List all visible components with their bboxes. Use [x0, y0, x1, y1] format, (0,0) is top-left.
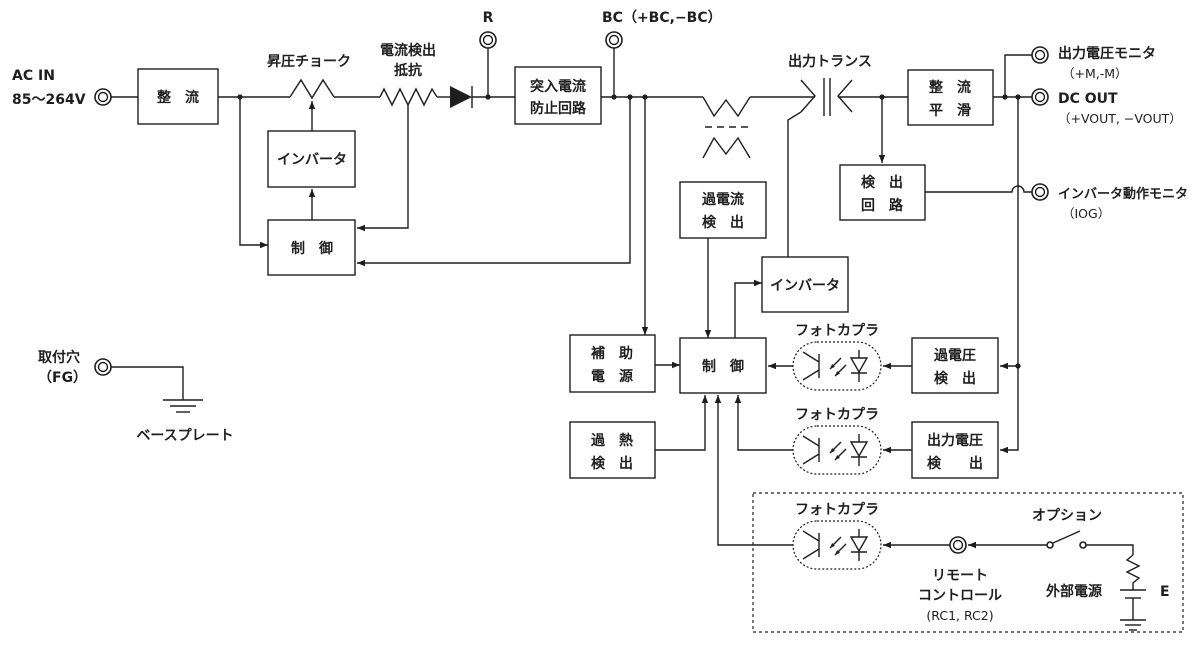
wire-resistor-control: [357, 105, 409, 232]
wire-rectifier-control: [239, 97, 268, 249]
photocoupler-label: フォトカプラ: [795, 502, 879, 518]
aux-power-label-2: 電 源: [591, 368, 633, 385]
output-voltage-detect-block: 出力電圧 検 出: [911, 421, 999, 479]
output-rectifier-block: 整 流 平 滑: [907, 69, 994, 126]
inverter-primary-label: インバータ: [277, 152, 347, 168]
ground-icon: [1120, 619, 1146, 631]
output-rectifier-label: 整 流: [928, 79, 971, 96]
option-area-frame: [752, 492, 1184, 633]
dc-out-label: DC OUT: [1058, 91, 1118, 107]
inrush-prevention-label: 突入電流: [530, 78, 586, 95]
output-monitor-label: 出力電圧モニタ: [1058, 45, 1156, 62]
wire-control-inverter: [734, 279, 762, 338]
photocoupler-label: フォトカプラ: [795, 407, 879, 423]
switching-element-icon: [702, 96, 751, 159]
fg-label: 取付穴: [38, 349, 80, 366]
boost-choke-icon: [289, 78, 335, 100]
photocoupler-icon: [792, 520, 882, 570]
output-transformer-label: 出力トランス: [788, 53, 872, 70]
overcurrent-detect-label: 過電流: [701, 191, 744, 208]
ac-in-voltage: 85～264V: [12, 92, 86, 108]
wire-photocoupler2-control: [734, 395, 793, 451]
r-terminal-label: R: [483, 10, 494, 26]
diode-icon: [450, 86, 473, 108]
detect-circuit-label: 検 出: [861, 174, 903, 191]
inrush-prevention-label-2: 防止回路: [530, 100, 587, 117]
external-power-symbol: E: [1160, 584, 1170, 600]
boost-choke-label: 昇圧チョーク: [267, 54, 351, 70]
battery-icon: [1120, 589, 1146, 620]
control-primary-label: 制 御: [291, 240, 333, 257]
wire-switch-external: [1086, 544, 1134, 555]
overheat-detect-block: 過 熱 検 出: [569, 421, 656, 479]
control-secondary-block: 制 御: [679, 337, 767, 394]
junction-dot: [1015, 363, 1021, 369]
wire-overheat-control: [655, 395, 709, 451]
inverter-primary-block: インバータ: [267, 130, 356, 188]
wire-bc-to-primary-control: [357, 97, 631, 267]
wire-fg-ground: [111, 366, 184, 400]
inverter-monitor-terminal-icon: [1031, 183, 1049, 201]
wire-transformer-inverter: [787, 111, 802, 257]
wire-to-output-monitor: [1004, 54, 1032, 97]
bc-terminal-icon: [605, 31, 623, 49]
dc-out-terminal-icon: [1031, 88, 1049, 106]
resistor-icon: [379, 87, 438, 107]
detect-circuit-label-2: 回 路: [861, 197, 904, 214]
control-secondary-label: 制 御: [702, 358, 744, 375]
aux-power-block: 補 助 電 源: [569, 334, 656, 393]
photocoupler-label: フォトカプラ: [795, 323, 879, 339]
remote-control-label-3: (RC1, RC2): [926, 608, 993, 623]
r-terminal-icon: [479, 31, 497, 49]
output-monitor-sub: （+M,-M）: [1062, 66, 1128, 81]
remote-control-label-2: コントロール: [918, 588, 1002, 604]
fg-sub: （FG）: [38, 370, 87, 386]
overcurrent-detect-block: 過電流 検 出: [679, 181, 767, 239]
option-label: オプション: [1032, 508, 1102, 524]
inverter-secondary-block: インバータ: [761, 256, 849, 313]
dc-out-sub: （+VOUT, −VOUT）: [1058, 111, 1182, 126]
switch-icon: [1046, 530, 1087, 549]
inverter-monitor-label: インバータ動作モニタ: [1058, 186, 1188, 202]
current-sense-label: 電流検出: [380, 42, 436, 59]
base-plate-label: ベースプレート: [136, 428, 233, 444]
photocoupler-icon: [792, 425, 882, 475]
overcurrent-detect-label-2: 検 出: [702, 214, 744, 231]
overheat-detect-label: 過 熱: [590, 432, 633, 449]
resistor-icon: [1125, 554, 1141, 590]
overheat-detect-label-2: 検 出: [591, 455, 633, 472]
wire-to-output-voltage-detect: [1000, 97, 1019, 454]
aux-power-label: 補 助: [590, 345, 633, 362]
control-primary-block: 制 御: [267, 219, 356, 276]
output-rectifier-label-2: 平 滑: [929, 102, 971, 119]
input-rectifier-label: 整 流: [156, 89, 199, 106]
ac-in-label: AC IN: [12, 68, 55, 84]
inverter-monitor-sub: （IOG）: [1062, 206, 1110, 221]
input-rectifier-block: 整 流: [137, 68, 219, 125]
remote-control-terminal-icon: [949, 536, 967, 554]
wire-to-inverter-monitor: [925, 185, 1032, 193]
photocoupler-icon: [792, 341, 882, 391]
wire-photocoupler3-control: [714, 395, 793, 546]
fg-terminal-icon: [94, 358, 112, 376]
detect-circuit-block: 検 出 回 路: [839, 164, 926, 221]
overvoltage-detect-block: 過電圧 検 出: [911, 337, 999, 394]
transformer-icon: [800, 78, 853, 116]
output-voltage-detect-label: 出力電圧: [927, 432, 983, 449]
overvoltage-detect-label: 過電圧: [933, 347, 976, 364]
output-voltage-detect-label-2: 検 出: [927, 455, 983, 472]
ground-icon: [163, 399, 203, 413]
inrush-prevention-block: 突入電流 防止回路: [514, 66, 602, 125]
remote-control-label: リモート: [932, 568, 988, 584]
ac-in-terminal-icon: [94, 88, 112, 106]
bc-terminal-label: BC（+BC,−BC）: [602, 10, 722, 26]
current-sense-label-2: 抵抗: [394, 62, 422, 79]
inverter-secondary-label: インバータ: [770, 278, 840, 294]
overvoltage-detect-label-2: 検 出: [934, 370, 976, 387]
external-power-label: 外部電源: [1046, 583, 1102, 600]
output-monitor-terminal-icon: [1031, 46, 1049, 64]
